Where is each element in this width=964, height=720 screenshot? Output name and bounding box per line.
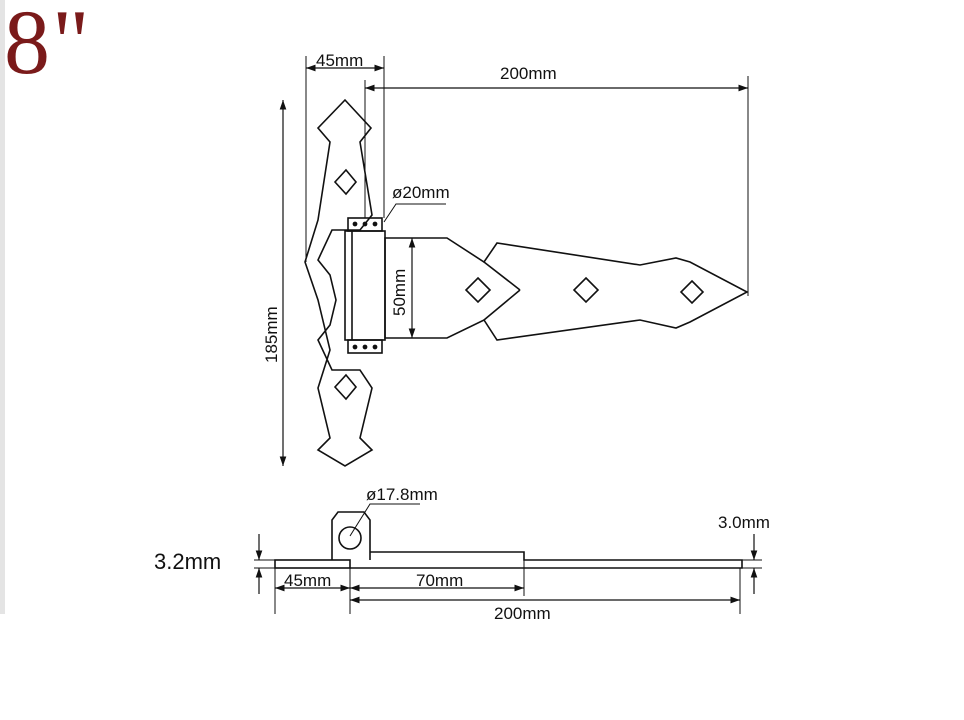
rivet: [352, 221, 358, 227]
label-pin-diameter: ø17.8mm: [366, 485, 438, 504]
side-strap: [350, 551, 743, 569]
strap-hole-1: [464, 276, 492, 304]
label-knuckle-diameter: ø20mm: [392, 183, 450, 202]
label-end-thickness: 3.0mm: [718, 513, 770, 532]
page-edge: [0, 0, 5, 614]
rivet: [362, 344, 368, 350]
label-leaf-width-side: 45mm: [284, 571, 331, 590]
label-strap-length-top: 200mm: [500, 64, 557, 83]
strap-fold-line: [483, 261, 521, 291]
label-total-length: 200mm: [494, 604, 551, 623]
label-leaf-height: 185mm: [262, 306, 281, 363]
hinge-size-title: 8": [4, 0, 92, 93]
pin-circle: [338, 526, 362, 550]
strap-fold-line: [483, 289, 521, 321]
strap-hole-2: [572, 276, 600, 304]
label-strap-width: 50mm: [390, 269, 409, 316]
side-view: [254, 503, 762, 614]
pin-lug: [331, 511, 371, 560]
rivet: [372, 344, 378, 350]
leader-knuckle: [383, 203, 446, 223]
side-leaf: [274, 559, 351, 569]
label-flat-length: 70mm: [416, 571, 463, 590]
top-view: [279, 56, 749, 467]
rivet: [362, 221, 368, 227]
vertical-leaf: [304, 98, 374, 467]
leader-pin: [349, 503, 420, 537]
rivet: [372, 221, 378, 227]
label-leaf-thickness: 3.2mm: [154, 549, 221, 574]
leaf-hole-bottom: [333, 373, 358, 401]
label-leaf-width-top: 45mm: [316, 51, 363, 70]
leaf-hole-top: [333, 168, 358, 196]
barrel: [344, 230, 386, 341]
strap-hole-3: [679, 279, 705, 305]
rivet: [352, 344, 358, 350]
strap: [384, 237, 749, 341]
